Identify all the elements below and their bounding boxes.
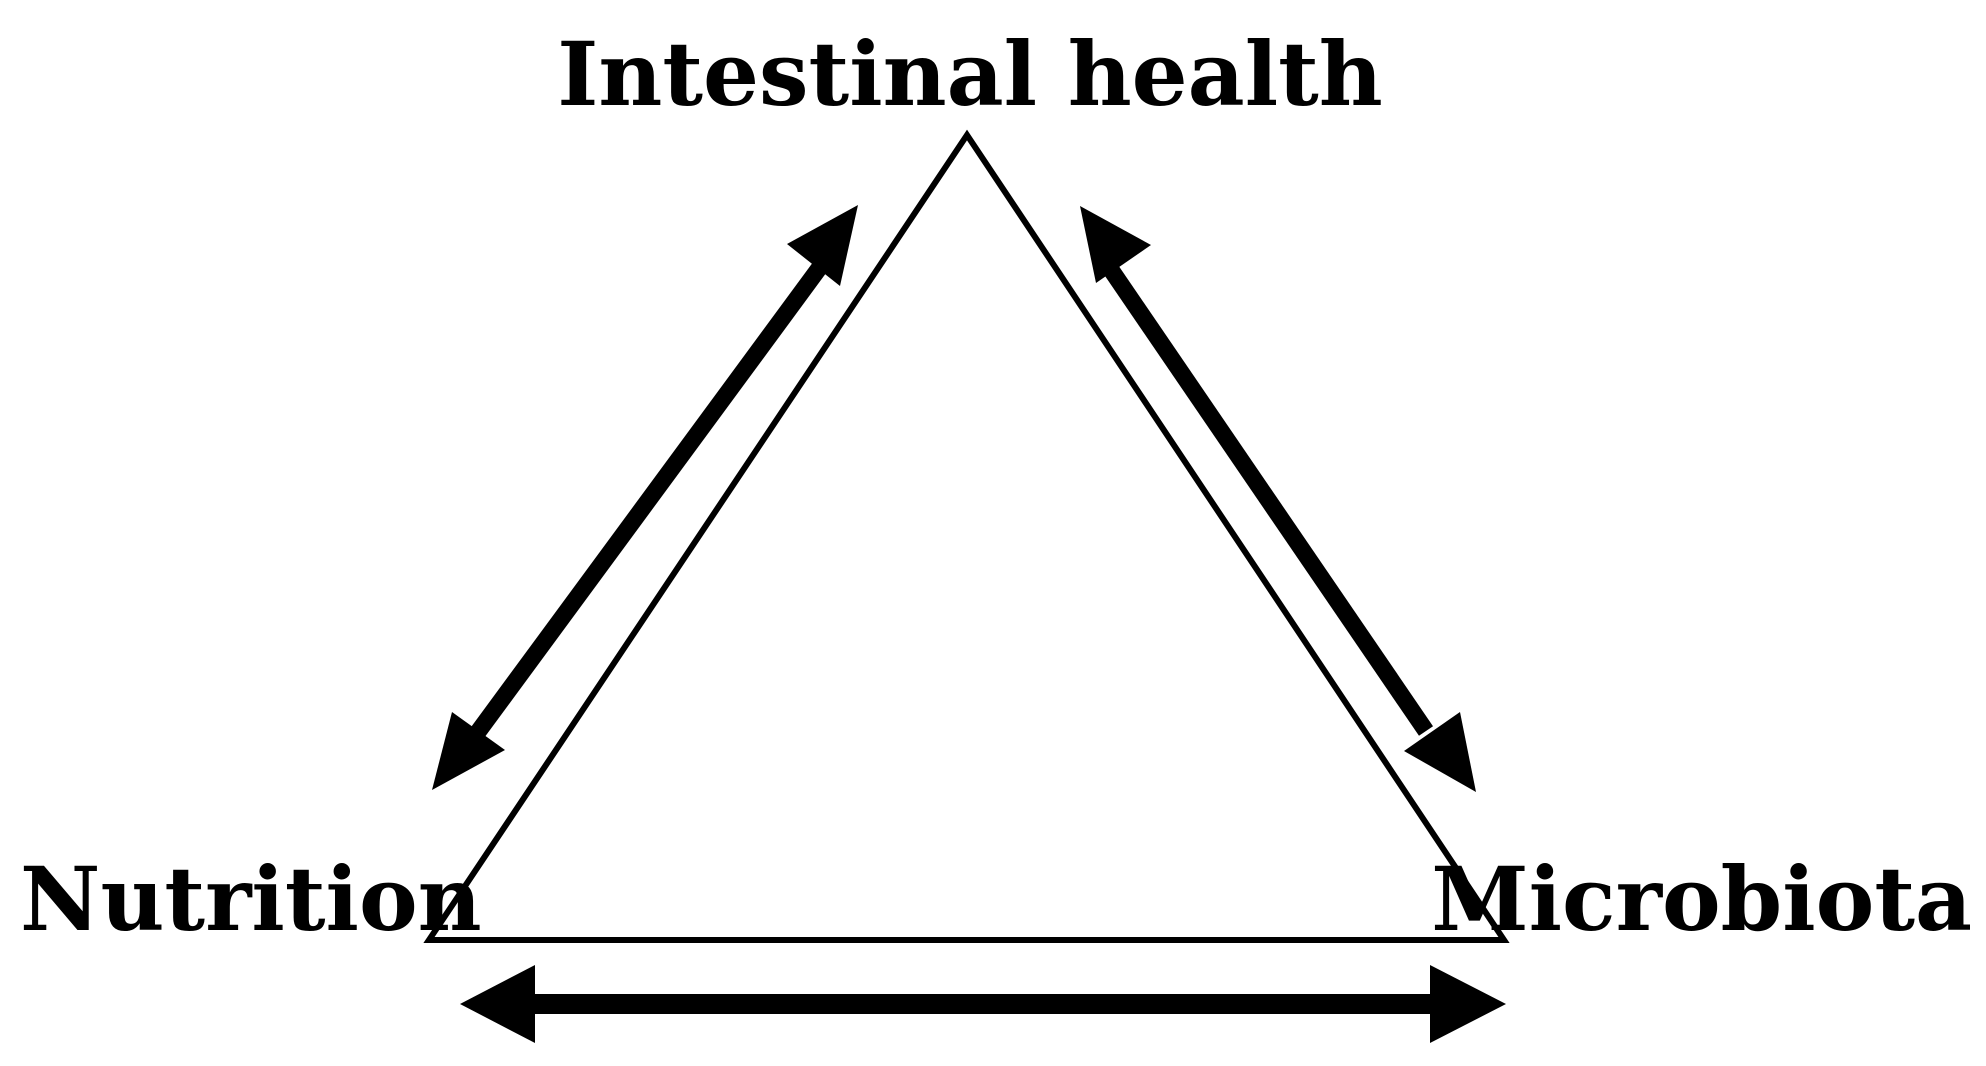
- arrowhead-left-bottom: [432, 712, 505, 790]
- arrow-nutrition-microbiota: [460, 965, 1506, 1043]
- arrowhead-bottom-left: [460, 965, 535, 1043]
- central-triangle: [423, 129, 1510, 943]
- label-nutrition: Nutrition: [20, 847, 482, 951]
- label-intestinal-health: Intestinal health: [557, 22, 1383, 126]
- arrowhead-right-top: [1080, 206, 1151, 283]
- arrow-nutrition-intestinal-health: [432, 205, 858, 790]
- arrowhead-left-top: [787, 205, 858, 286]
- arrowhead-right-bottom: [1404, 712, 1476, 792]
- arrow-intestinal-health-microbiota: [1080, 206, 1476, 792]
- arrowhead-bottom-right: [1430, 965, 1506, 1043]
- label-microbiota: Microbiota: [1431, 847, 1972, 951]
- arrow-shaft-right: [1095, 253, 1434, 736]
- arrow-shaft-left: [468, 261, 827, 742]
